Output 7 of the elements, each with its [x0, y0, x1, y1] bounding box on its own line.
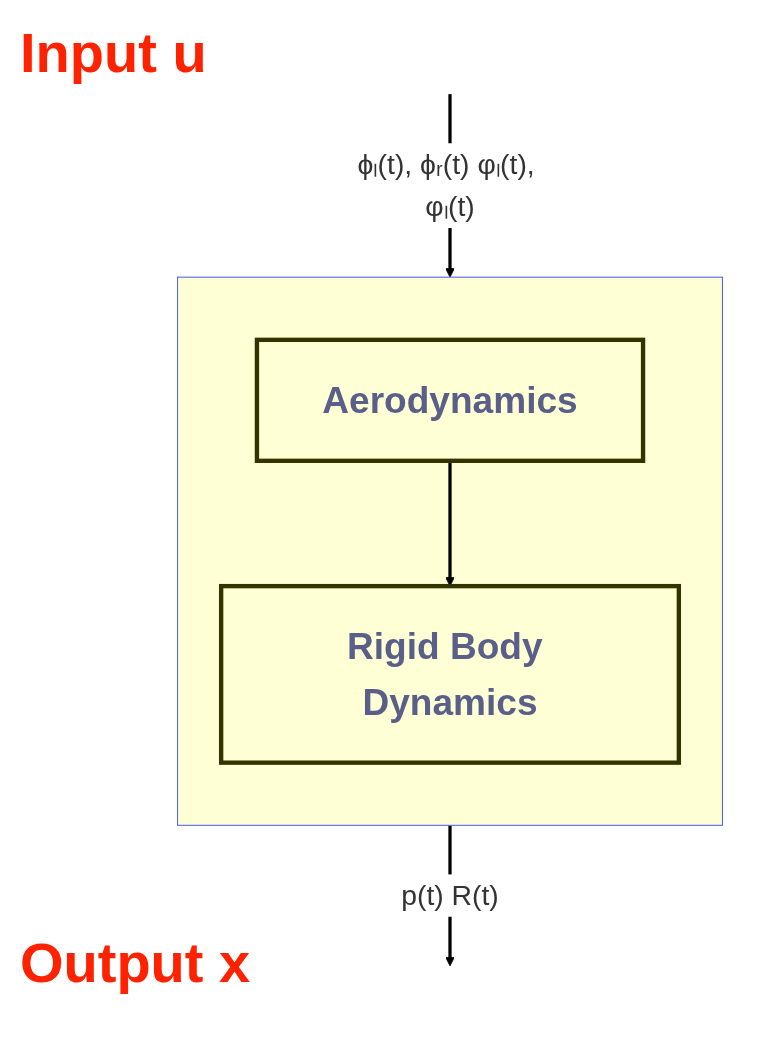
edge-label: p(t) R(t)	[401, 878, 499, 912]
cluster	[177, 276, 723, 826]
node-box: Aerodynamics	[254, 337, 646, 463]
edge-label: ϕₗ(t), ϕᵣ(t) φₗ(t), φₗ(t)	[357, 147, 535, 223]
node-box: Rigid Body Dynamics	[218, 583, 682, 765]
side-label: Input u	[20, 20, 207, 85]
side-label: Output x	[20, 930, 251, 995]
